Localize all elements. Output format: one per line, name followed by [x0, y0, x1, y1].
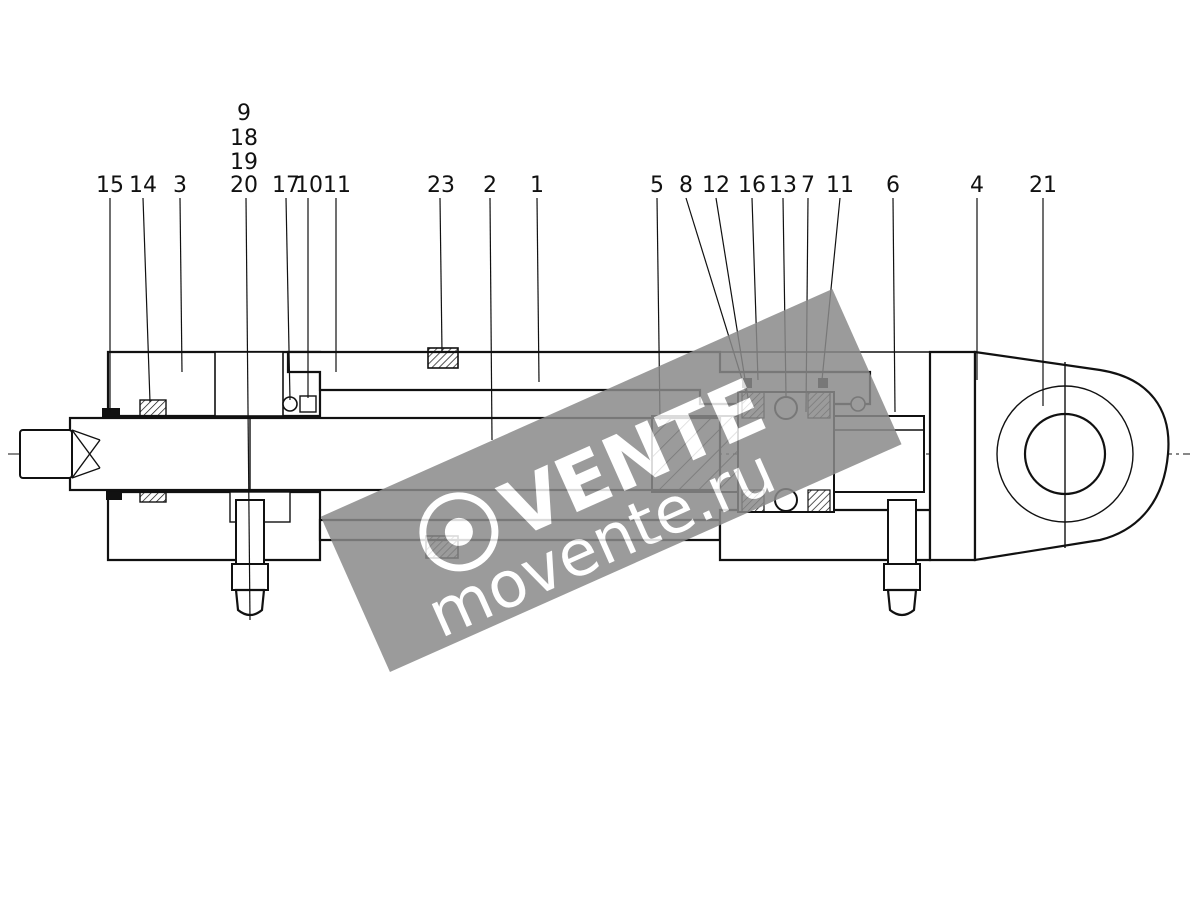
label-3: 3	[173, 173, 187, 198]
label-5: 5	[650, 173, 664, 198]
watermark-logo-icon	[419, 492, 499, 572]
rod-end-hex	[19, 429, 101, 479]
label-19: 19	[230, 150, 258, 175]
label-11-right: 11	[826, 173, 854, 198]
label-15: 15	[96, 173, 124, 198]
label-13: 13	[769, 173, 797, 198]
right-end-cap	[928, 350, 1170, 562]
part-labels: 15 14 3 9 18 19 20 17 10 11 23 2 1 5 8 1…	[96, 101, 1057, 198]
label-2: 2	[483, 173, 497, 198]
label-17: 17	[272, 173, 300, 198]
label-1: 1	[530, 173, 544, 198]
label-9: 9	[237, 101, 251, 126]
label-18: 18	[230, 126, 258, 151]
label-4: 4	[970, 173, 984, 198]
label-8: 8	[679, 173, 693, 198]
label-7: 7	[801, 173, 815, 198]
label-11-left: 11	[323, 173, 351, 198]
label-10: 10	[295, 173, 323, 198]
label-20: 20	[230, 173, 258, 198]
label-23: 23	[427, 173, 455, 198]
label-12: 12	[702, 173, 730, 198]
left-fitting	[231, 499, 269, 617]
right-fitting	[883, 499, 921, 617]
label-21: 21	[1029, 173, 1057, 198]
label-14: 14	[129, 173, 157, 198]
label-16: 16	[738, 173, 766, 198]
watermark-band	[320, 288, 902, 673]
left-end-cap	[106, 350, 322, 562]
label-6: 6	[886, 173, 900, 198]
